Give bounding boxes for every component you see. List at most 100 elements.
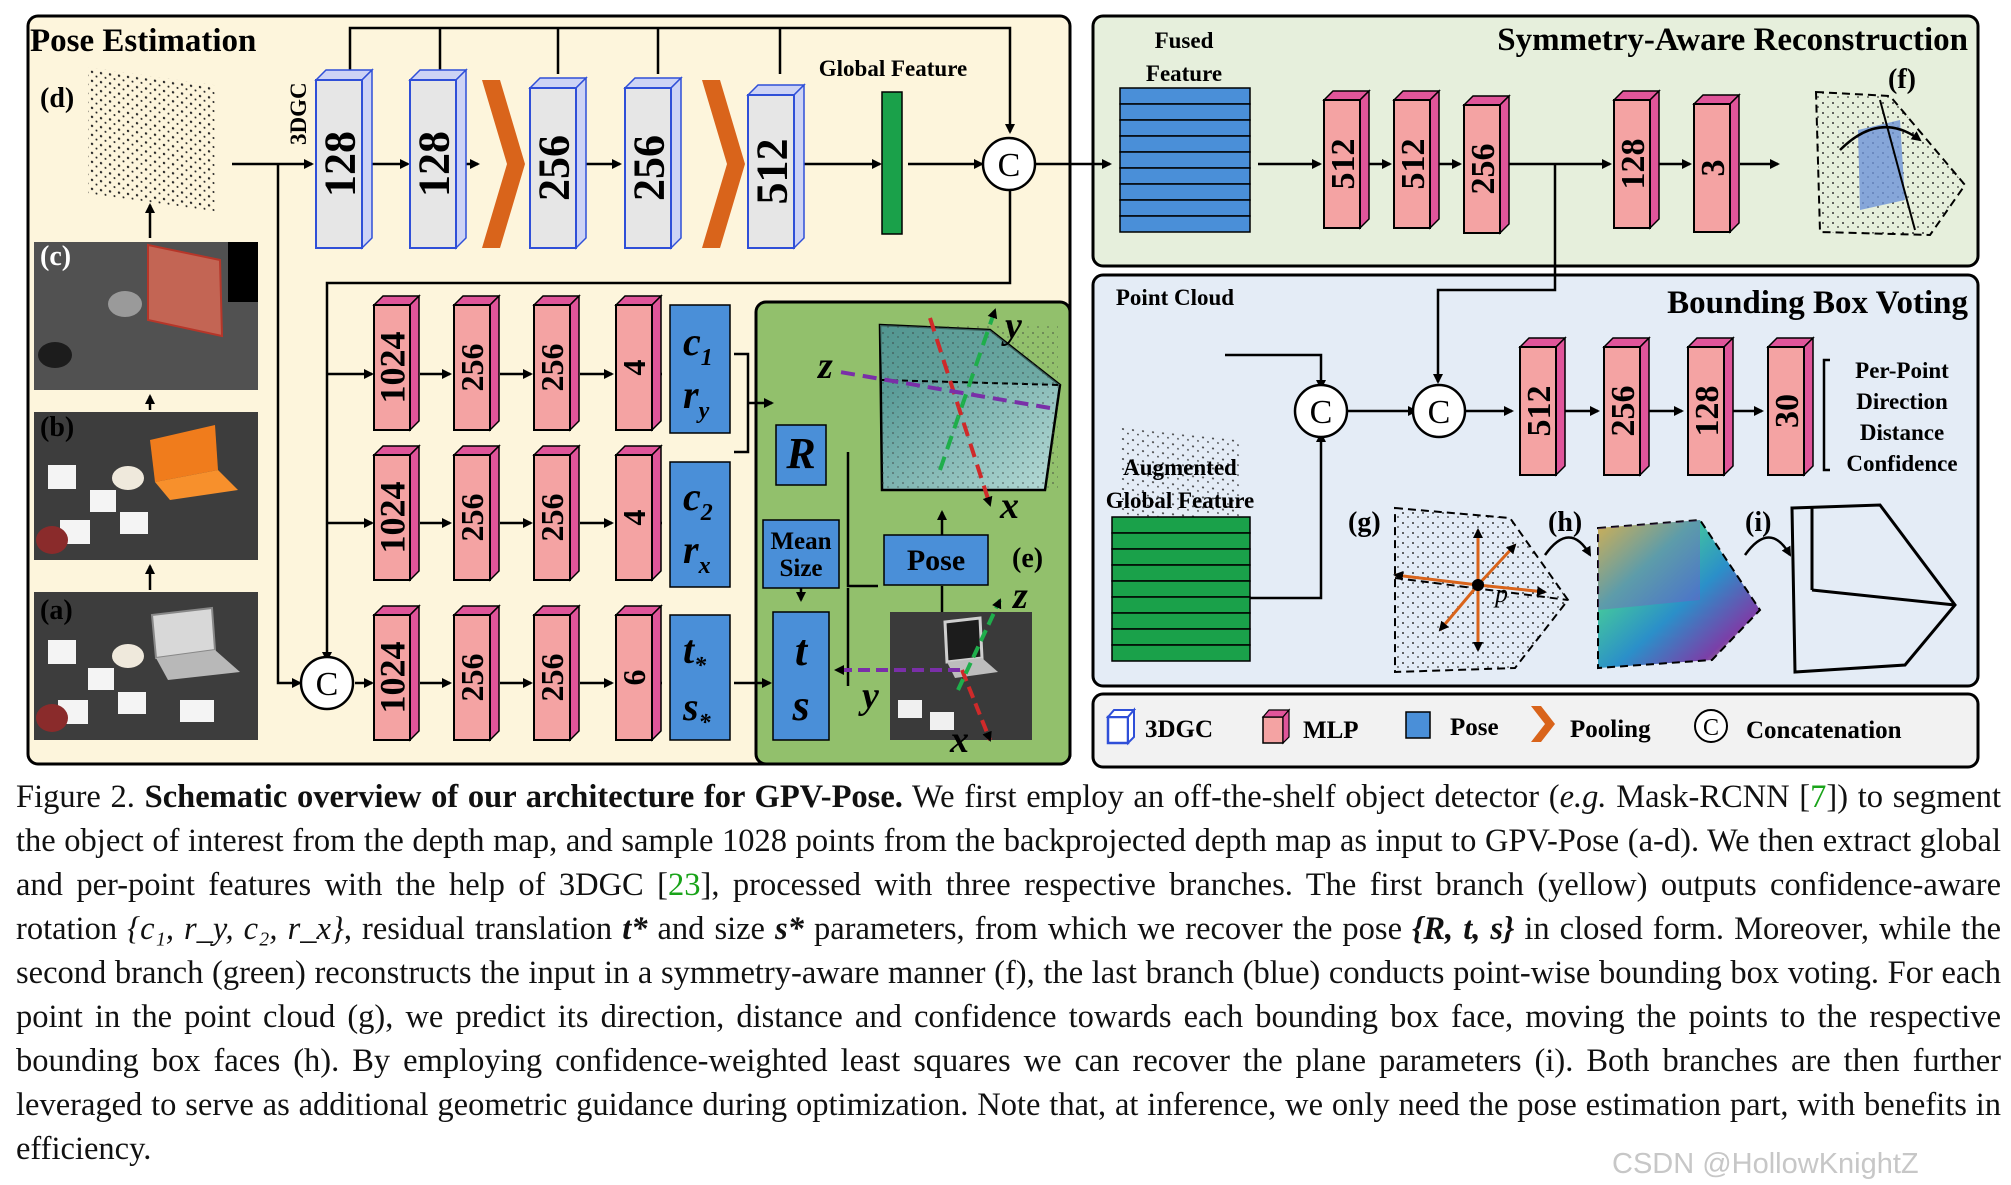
branch-1-mlp-1-label: 256 bbox=[454, 494, 490, 542]
branch-2-mlp-1: 256 bbox=[452, 604, 501, 742]
svg-text:ry: ry bbox=[683, 372, 710, 424]
fused-feature-row bbox=[1119, 215, 1251, 233]
input-column: (d) (c) (b) bbox=[34, 67, 258, 740]
fused-feature-row bbox=[1119, 135, 1251, 153]
pooling-chevron bbox=[482, 80, 525, 248]
size-label: Size bbox=[779, 555, 822, 582]
label-f: (f) bbox=[1888, 64, 1916, 95]
recon-mlp-3-label: 128 bbox=[1615, 139, 1652, 190]
caption-math-pose: {R, t, s} bbox=[1412, 911, 1515, 947]
rotation-output-2: c2 rx bbox=[669, 461, 731, 588]
reconstruction-box-f bbox=[1814, 90, 1967, 237]
aug-feature-row bbox=[1111, 628, 1251, 646]
mean-label: Mean bbox=[770, 528, 831, 555]
bbv-mlp-0: 512 bbox=[1518, 336, 1567, 477]
s-symbol: s bbox=[791, 681, 809, 730]
aug-feature-row bbox=[1111, 644, 1251, 662]
branch-0-mlp-2-label: 256 bbox=[534, 344, 570, 392]
branch-2-mlp-3-label: 6 bbox=[616, 670, 652, 686]
output-confidence: Confidence bbox=[1846, 451, 1957, 476]
caption-text-2: Mask-RCNN [ bbox=[1606, 779, 1811, 815]
global-feature-bar bbox=[881, 91, 903, 235]
legend-panel bbox=[1091, 692, 1980, 769]
s-star-sub: * bbox=[699, 710, 712, 736]
rx-sub: x bbox=[698, 553, 711, 579]
label-h: (h) bbox=[1548, 507, 1582, 538]
encoder-block-3: 256 bbox=[623, 76, 683, 250]
bbv-mlp-1: 256 bbox=[1602, 336, 1651, 477]
caption-text-6: and size bbox=[647, 911, 776, 947]
pose-label: Pose bbox=[907, 544, 965, 577]
pose-estimation-title: Pose Estimation bbox=[30, 23, 256, 59]
pose-box-visualization: y z x bbox=[816, 305, 1062, 527]
label-i: (i) bbox=[1745, 507, 1771, 538]
caption-title: Schematic overview of our architecture f… bbox=[144, 779, 903, 815]
branch-0-mlp-3-label: 4 bbox=[616, 360, 652, 376]
legend-mlp-icon bbox=[1261, 708, 1291, 745]
citation-23[interactable]: 23 bbox=[668, 867, 701, 903]
svg-text:s*: s* bbox=[682, 684, 712, 736]
fused-feature-row bbox=[1119, 87, 1251, 105]
encoder-block-1: 128 bbox=[408, 68, 468, 250]
label-a: (a) bbox=[40, 595, 73, 626]
c1-symbol: c bbox=[683, 319, 701, 364]
recon-mlp-1-label: 512 bbox=[1395, 139, 1432, 190]
branch-2-mlp-3: 6 bbox=[614, 604, 663, 742]
branch-2-mlp-0-label: 1024 bbox=[373, 642, 413, 714]
legend-gc-icon bbox=[1105, 707, 1137, 746]
aug-feature-row bbox=[1111, 548, 1251, 566]
fused-feature-row bbox=[1119, 103, 1251, 121]
encoder-block-4-label: 512 bbox=[747, 139, 796, 205]
ry-symbol: r bbox=[683, 372, 699, 417]
legend-concat-label: Concatenation bbox=[1746, 717, 1902, 744]
branch-1-mlp-1: 256 bbox=[452, 444, 501, 582]
legend-concat-c: C bbox=[1703, 715, 1719, 741]
branch-1-mlp-2: 256 bbox=[532, 444, 581, 582]
branch-2-mlp-2-label: 256 bbox=[534, 654, 570, 702]
c1-sub: 1 bbox=[701, 345, 713, 371]
t-symbol: t bbox=[795, 626, 809, 675]
fused-feature-row bbox=[1119, 167, 1251, 185]
mean-size-box: Mean Size bbox=[762, 519, 840, 589]
rgb-image-b bbox=[34, 412, 258, 560]
legend-gc-label: 3DGC bbox=[1145, 716, 1213, 743]
rotation-R-box: R bbox=[775, 424, 827, 486]
output-direction: Direction bbox=[1856, 389, 1948, 414]
caption-text-7: parameters, from which we recover the po… bbox=[803, 911, 1413, 947]
output-per-point: Per-Point bbox=[1855, 358, 1949, 383]
citation-7[interactable]: 7 bbox=[1810, 779, 1827, 815]
fused-feature-row bbox=[1119, 119, 1251, 137]
gc3d-label: 3DGC bbox=[286, 82, 311, 145]
bbv-title: Bounding Box Voting bbox=[1667, 285, 1968, 321]
bbv-mlp-3: 30 bbox=[1766, 336, 1815, 477]
label-e: (e) bbox=[1012, 543, 1043, 574]
branch-1-mlp-0-label: 1024 bbox=[373, 482, 413, 554]
branch-1-mlp-2-label: 256 bbox=[534, 494, 570, 542]
branch-2-mlp-1-label: 256 bbox=[454, 654, 490, 702]
concat-node-bbv-2: C bbox=[1411, 383, 1467, 439]
legend-pose-label: Pose bbox=[1450, 714, 1499, 741]
label-d: (d) bbox=[40, 83, 74, 114]
caption-eg: e.g. bbox=[1559, 779, 1607, 815]
recon-mlp-4-label: 3 bbox=[1695, 160, 1732, 177]
rx-symbol: r bbox=[683, 527, 699, 572]
augmented-label-1: Augmented bbox=[1123, 455, 1237, 480]
symmetry-title: Symmetry-Aware Reconstruction bbox=[1497, 22, 1968, 58]
aug-feature-row bbox=[1111, 580, 1251, 598]
branch-1-mlp-3-label: 4 bbox=[616, 510, 652, 526]
voting-box-g: p bbox=[1393, 506, 1570, 674]
figure-caption: Figure 2. Schematic overview of our arch… bbox=[16, 775, 2001, 1171]
depth-map-c bbox=[34, 242, 258, 390]
svg-text:t*: t* bbox=[683, 627, 707, 679]
point-cloud-label: Point Cloud bbox=[1116, 285, 1234, 310]
aug-feature-row bbox=[1111, 596, 1251, 614]
voting-box-i bbox=[1790, 503, 1957, 674]
s-star-symbol: s bbox=[682, 684, 699, 729]
arrow-h-i bbox=[1743, 536, 1792, 557]
encoder-block-2-label: 256 bbox=[529, 135, 578, 201]
bbv-mlp-1-label: 256 bbox=[1605, 386, 1642, 437]
branch-0-mlp-0: 1024 bbox=[372, 294, 421, 432]
legend-concat-icon: C bbox=[1694, 709, 1728, 743]
concat-c: C bbox=[1428, 394, 1451, 431]
